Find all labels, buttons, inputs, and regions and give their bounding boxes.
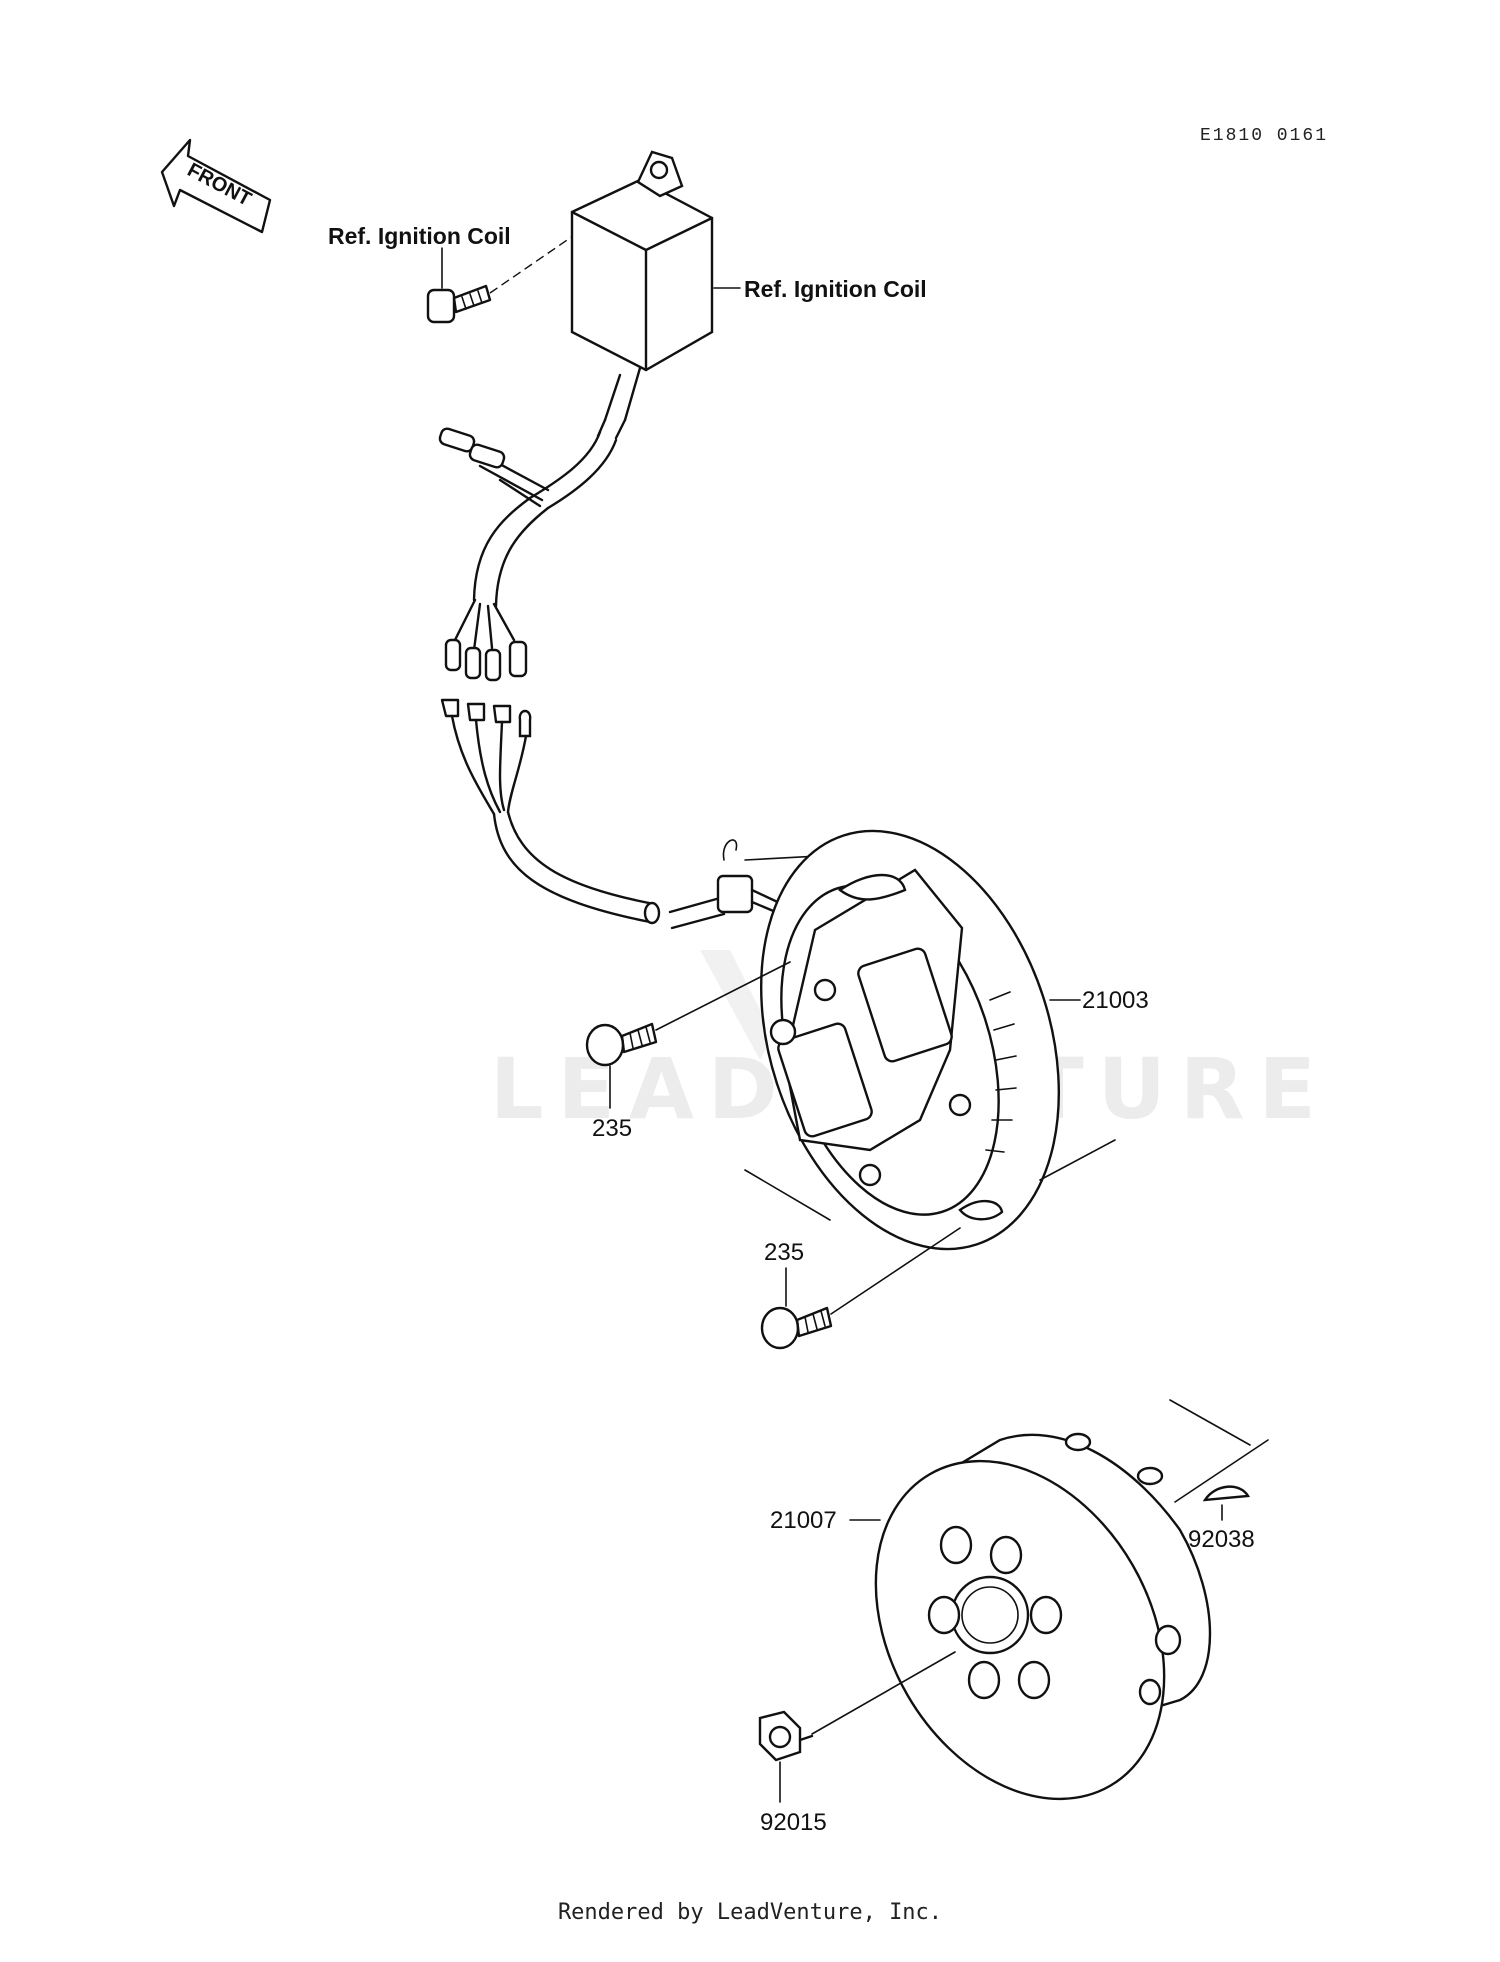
screw-lower-label: 235 — [764, 1239, 804, 1266]
woodruff-key — [1202, 1485, 1250, 1502]
front-arrow-label: FRONT — [184, 159, 255, 211]
ignition-coil-bolt-label: Ref. Ignition Coil — [328, 223, 511, 249]
screw-lower — [760, 1306, 833, 1350]
flywheel — [874, 1399, 1269, 1801]
stator-plate — [744, 829, 1061, 1251]
ignition-coil-bolt — [426, 284, 492, 324]
front-arrow-icon: FRONT — [160, 138, 272, 234]
ignition-coil-label: Ref. Ignition Coil — [744, 276, 927, 302]
flywheel-label: 21007 — [770, 1507, 837, 1534]
wire-harness — [438, 418, 792, 930]
footer-credit: Rendered by LeadVenture, Inc. — [557, 1900, 943, 1925]
diagram-code: E1810 0161 — [1200, 126, 1328, 146]
screw-upper — [585, 1022, 658, 1067]
flywheel-nut-label: 92015 — [760, 1809, 827, 1836]
stator-label: 21003 — [1082, 987, 1149, 1014]
woodruff-key-label: 92038 — [1188, 1526, 1255, 1553]
screw-upper-label: 235 — [592, 1115, 632, 1142]
flywheel-nut — [758, 1710, 814, 1762]
ignition-coil — [570, 150, 714, 422]
